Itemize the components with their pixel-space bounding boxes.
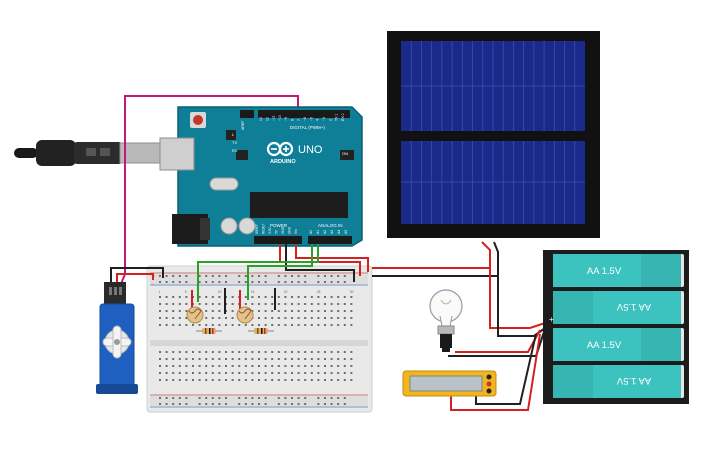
digital-pin-label: TX 1 xyxy=(335,114,339,121)
servo-motor-icon[interactable] xyxy=(96,282,138,394)
digital-pin-label: 2 xyxy=(328,119,332,121)
digital-pwm-label: DIGITAL (PWM~) xyxy=(290,125,325,130)
analog-pin-label: A0 xyxy=(309,230,313,234)
arduino-uno-board[interactable]: ARDUINO UNO DIGITAL (PWM~) POWER ANALOG … xyxy=(159,106,363,247)
analog-pin-label: A5 xyxy=(344,230,348,234)
battery-pack[interactable]: AA 1.5V AA 1.5V AA 1.5V AA 1.5V + xyxy=(543,250,689,404)
digital-pin-label: RX 0 xyxy=(341,113,345,121)
rail-minus-top: - xyxy=(152,282,154,288)
battery-cell[interactable]: AA 1.5V xyxy=(553,365,684,398)
photoresistor-icon[interactable] xyxy=(186,306,254,324)
digital-pin-label: 4 xyxy=(316,119,320,121)
digital-pin-label: 7 xyxy=(297,119,301,121)
power-pin-label: GND xyxy=(281,226,285,234)
solar-panel-icon[interactable] xyxy=(387,31,600,238)
power-pin-label: Vin xyxy=(294,229,298,234)
digital-pin-label: 12 xyxy=(265,117,269,121)
analog-pin-label: A2 xyxy=(323,230,327,234)
multimeter-icon[interactable] xyxy=(402,370,497,397)
battery-cell[interactable]: AA 1.5V xyxy=(553,291,684,324)
battery-cell-label: AA 1.5V xyxy=(616,301,651,312)
tx-led-label: TX xyxy=(232,140,237,145)
power-pin-label: GND xyxy=(288,226,292,234)
breadboard-column-number: 15 xyxy=(251,290,255,294)
light-bulb-icon[interactable] xyxy=(429,289,463,352)
breadboard-column-number: 25 xyxy=(317,290,321,294)
breadboard-column-number: 10 xyxy=(218,290,222,294)
digital-pin-label: 13 xyxy=(259,117,263,121)
battery-cell-label: AA 1.5V xyxy=(616,375,651,386)
digital-pin-label: ~11 xyxy=(272,115,276,121)
digital-pin-label: ~6 xyxy=(303,117,307,121)
analog-pin-label: A3 xyxy=(330,230,334,234)
power-label: POWER xyxy=(270,223,288,228)
arduino-model-label: UNO xyxy=(298,144,323,156)
digital-pin-label: ~3 xyxy=(322,117,326,121)
power-pin-label: 3.3V xyxy=(268,227,272,234)
breadboard-column-number: 5 xyxy=(185,290,187,294)
breadboard-column-number: 1 xyxy=(159,290,161,294)
power-pin-label: 5V xyxy=(275,229,279,234)
resistor-icon[interactable] xyxy=(196,328,274,334)
l-led-label: L xyxy=(232,132,235,137)
digital-pin-label: 8 xyxy=(291,119,295,121)
aref-label: AREF xyxy=(241,121,245,130)
digital-pin-label: ~9 xyxy=(284,117,288,121)
digital-pin-label: ~5 xyxy=(309,117,313,121)
magenta-signal-wire[interactable] xyxy=(120,95,299,285)
power-pin-label: IOREF xyxy=(255,224,259,234)
digital-pin-label: ~10 xyxy=(278,115,282,121)
power-pin-label: RESET xyxy=(262,223,266,234)
arduino-brand-label: ARDUINO xyxy=(270,159,296,165)
analog-in-label: ANALOG IN xyxy=(318,223,343,228)
rx-led-label: RX xyxy=(232,148,238,153)
analog-pin-label: A4 xyxy=(337,230,341,234)
battery-cell[interactable]: AA 1.5V xyxy=(553,254,684,287)
battery-cell-label: AA 1.5V xyxy=(587,340,622,351)
battery-terminal-plus: + xyxy=(549,315,554,324)
on-led-label: ON xyxy=(342,151,348,156)
battery-cell[interactable]: AA 1.5V xyxy=(553,328,684,361)
arduino-logo-icon xyxy=(266,141,294,157)
breadboard-column-number: 30 xyxy=(350,290,354,294)
battery-cell-label: AA 1.5V xyxy=(587,266,622,277)
analog-pin-label: A1 xyxy=(316,230,320,234)
wiring[interactable] xyxy=(110,241,549,411)
breadboard-column-number: 20 xyxy=(284,290,288,294)
